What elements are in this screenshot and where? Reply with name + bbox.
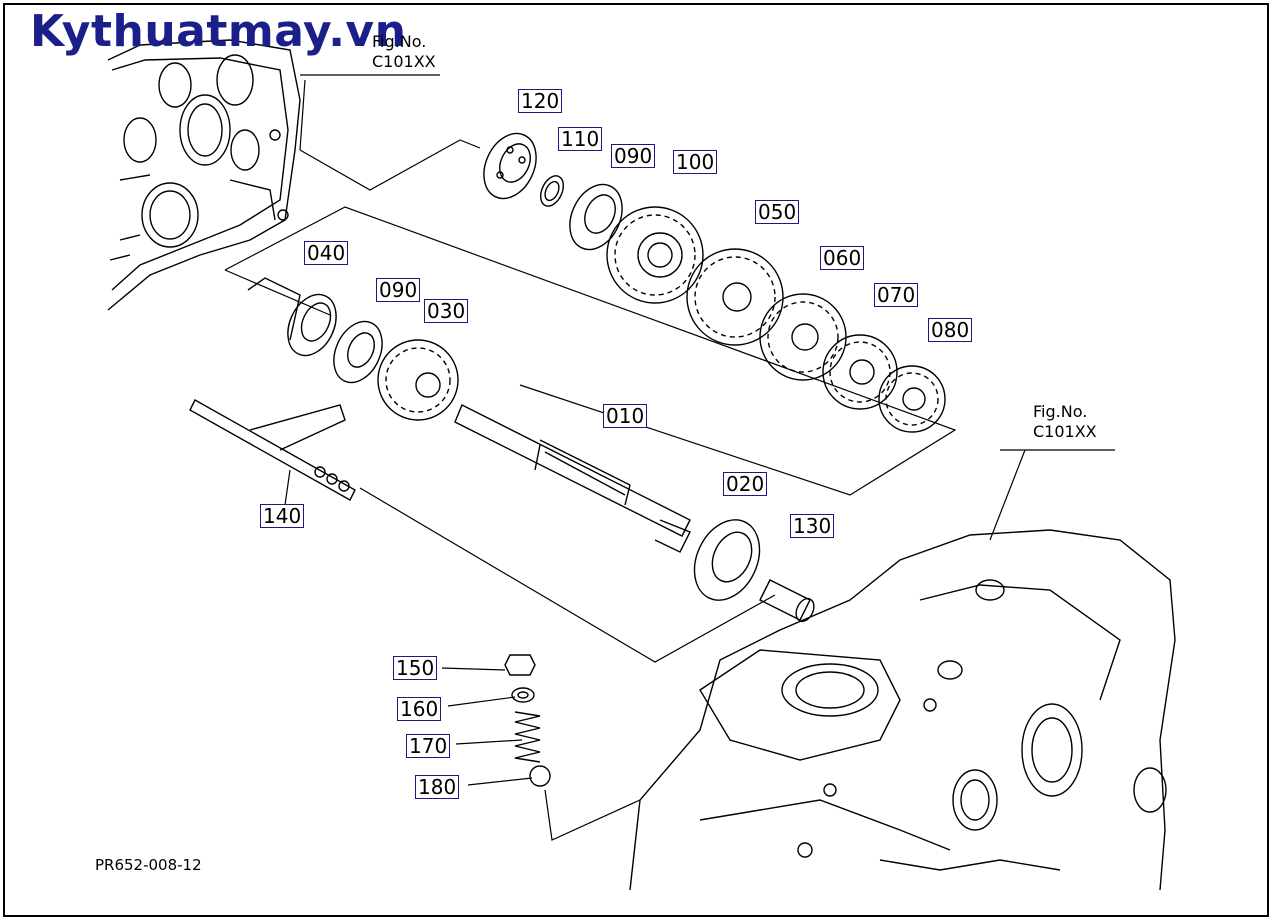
gear-100 [606, 206, 704, 304]
callout-150: 150 [393, 656, 438, 680]
fig-ref-right: Fig.No. C101XX [1033, 402, 1097, 442]
border [3, 3, 1269, 917]
fig-ref-right-line2: C101XX [1033, 422, 1097, 441]
callout-050: 050 [755, 200, 800, 224]
fig-ref-right-line1: Fig.No. [1033, 402, 1088, 421]
callout-090-lower: 090 [376, 278, 421, 302]
fig-ref-top-line2: C101XX [372, 52, 436, 71]
callout-090-upper: 090 [611, 144, 656, 168]
callout-030: 030 [424, 299, 469, 323]
gear-070 [822, 334, 898, 410]
callout-140: 140 [260, 504, 305, 528]
group-frames [224, 74, 1115, 841]
callout-160: 160 [397, 697, 442, 721]
main-shaft-010 [454, 404, 691, 553]
document-id: PR652-008-12 [95, 856, 202, 874]
fig-ref-top-line1: Fig.No. [372, 32, 427, 51]
shaft-040 [247, 277, 337, 357]
callout-180: 180 [415, 775, 460, 799]
gear-080 [878, 365, 946, 433]
callout-110: 110 [558, 127, 603, 151]
ring-110 [539, 175, 565, 207]
bearing-090-upper [569, 183, 623, 251]
plug-150 [504, 654, 536, 676]
callout-100: 100 [673, 150, 718, 174]
callout-130: 130 [790, 514, 835, 538]
callout-020: 020 [723, 472, 768, 496]
callout-070: 070 [874, 283, 919, 307]
callout-080: 080 [928, 318, 973, 342]
callout-040: 040 [304, 241, 349, 265]
callout-120: 120 [518, 89, 563, 113]
shift-rod-140 [189, 399, 356, 501]
bearing-020 [693, 519, 761, 601]
housing-bottom-right [629, 529, 1176, 891]
bearing-120 [483, 132, 537, 200]
housing-top-left [107, 39, 301, 311]
callout-010: 010 [603, 404, 648, 428]
callout-170: 170 [406, 734, 451, 758]
spring-170 [514, 711, 541, 763]
ball-180 [529, 765, 551, 787]
gear-050 [686, 248, 784, 346]
bearing-090-lower [333, 320, 383, 384]
callout-060: 060 [820, 246, 865, 270]
gear-060 [759, 293, 847, 381]
watermark: Kythuatmay.vn [30, 6, 407, 57]
fig-ref-top: Fig.No. C101XX [372, 32, 436, 72]
washer-160 [511, 687, 535, 703]
gear-030 [377, 339, 459, 421]
